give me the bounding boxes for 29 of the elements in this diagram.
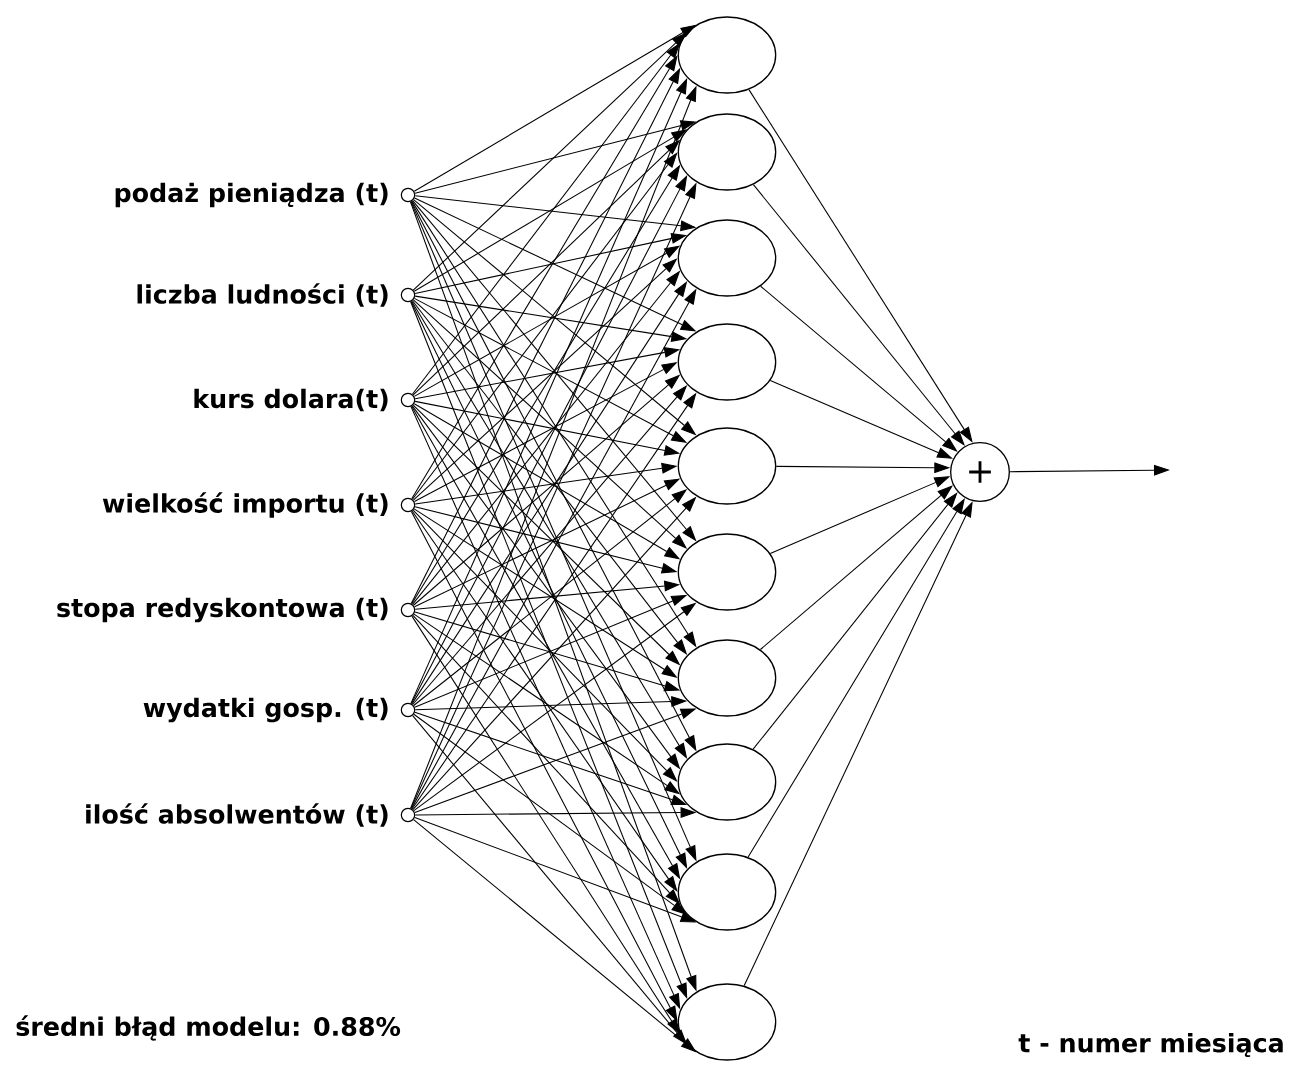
arrow [411, 55, 678, 500]
neuron-circle [677, 427, 777, 505]
arrow [410, 510, 678, 1022]
neuron-circle [677, 113, 777, 191]
neuron-circle [677, 639, 777, 717]
note-text: t - numer miesiąca [1018, 1032, 1283, 1058]
input-label: wydatki gosp. (t) [143, 697, 388, 723]
input-label: liczba ludności (t) [137, 283, 388, 307]
arrow [411, 152, 678, 500]
input-label: stopa redyskontowa (t) [57, 597, 388, 623]
input-label: wielkość importu (t) [102, 492, 388, 518]
arrow [411, 510, 678, 892]
neuron-circle [677, 323, 777, 401]
input-label: ilość absolwentów (t) [86, 803, 388, 827]
note-text: średni błąd modelu: 0.88% [16, 1015, 401, 1041]
neuron-circle [677, 219, 777, 297]
neuron-circle [677, 983, 777, 1061]
neuron-circle [677, 16, 777, 94]
arrow [752, 492, 958, 750]
arrow [759, 485, 953, 651]
input-label: kurs dolara(t) [194, 388, 388, 412]
neuron-circle [677, 743, 777, 821]
arrow [752, 184, 965, 446]
arrow [769, 380, 953, 459]
arrow [412, 509, 678, 782]
arrow [747, 498, 965, 858]
neuron-circle [677, 533, 777, 611]
neuron-circle [677, 853, 777, 931]
input-label: podaż pieniądza (t) [115, 182, 388, 208]
